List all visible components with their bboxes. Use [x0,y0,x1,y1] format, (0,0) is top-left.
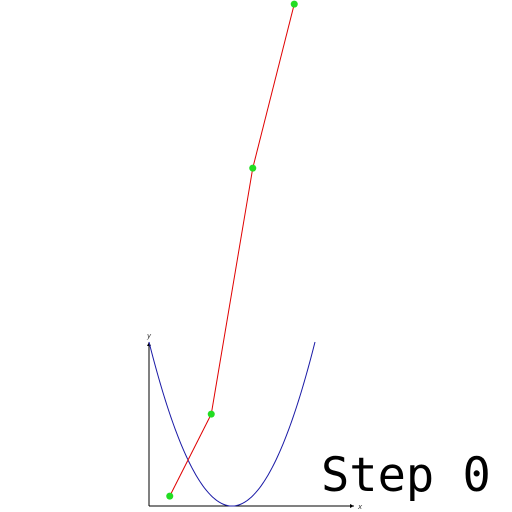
point-layer [166,0,298,500]
path-layer [169,4,295,497]
x-axis-label: x [357,503,363,511]
path-segment [252,4,295,169]
x-axis-arrow [350,504,354,508]
y-axis-label: y [146,332,152,340]
path-segment [169,413,212,497]
path-point-marker [249,164,257,172]
path-point-marker [166,492,174,500]
parabola-curve [148,341,316,507]
path-point-marker [290,0,298,8]
path-point-marker [207,410,215,418]
curve-layer [148,341,316,507]
step-counter-label: Step 0 [321,448,491,503]
path-segment [210,168,254,415]
